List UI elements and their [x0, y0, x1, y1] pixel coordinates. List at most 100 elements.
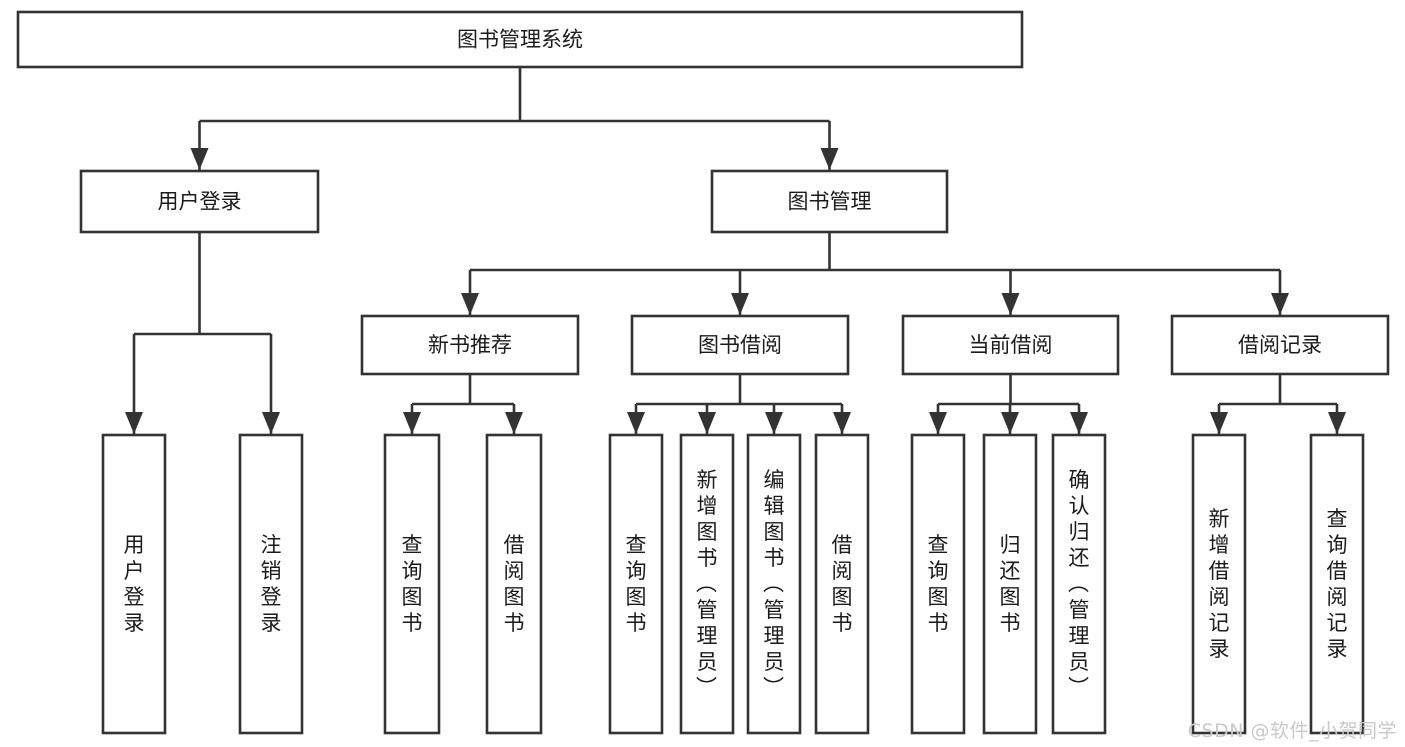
connector-group-current_borrow — [929, 374, 1088, 434]
node-box[interactable] — [982, 433, 1038, 735]
node-box[interactable] — [238, 433, 304, 735]
node-label-glyph: 编 — [764, 468, 785, 492]
node-leaf-borrow-book-1[interactable]: 借阅图书 — [485, 433, 543, 735]
node-label: 查询图书 — [402, 533, 423, 635]
node-label: 新增图书（管理员） — [696, 468, 718, 700]
node-label-glyph: 登 — [124, 585, 145, 609]
node-label-glyph: （ — [696, 572, 718, 596]
node-book-manage[interactable]: 图书管理 — [710, 169, 949, 234]
arrow-head — [1070, 412, 1088, 434]
node-leaf-user-login[interactable]: 用户登录 — [101, 433, 167, 735]
node-box[interactable] — [101, 433, 167, 735]
node-label-glyph: ） — [763, 676, 785, 700]
node-leaf-add-record[interactable]: 新增借阅记录 — [1191, 433, 1247, 735]
node-label-glyph: 询 — [402, 559, 423, 583]
node-label-glyph: 录 — [261, 611, 282, 635]
node-label-glyph: 书 — [832, 611, 853, 635]
node-borrow-record[interactable]: 借阅记录 — [1170, 314, 1390, 376]
node-box[interactable] — [485, 433, 543, 735]
connector-group-new_book_rec — [403, 374, 523, 434]
arrow-head — [731, 293, 749, 315]
node-leaf-query-record[interactable]: 查询借阅记录 — [1309, 433, 1365, 735]
node-label-glyph: 查 — [928, 533, 949, 557]
node-box[interactable] — [746, 433, 802, 735]
node-label: 当前借阅 — [969, 333, 1053, 357]
arrow-head — [1328, 412, 1346, 434]
node-layer: 图书管理系统用户登录图书管理新书推荐图书借阅当前借阅借阅记录用户登录注销登录查询… — [16, 10, 1390, 735]
node-label: 图书借阅 — [698, 333, 782, 357]
node-label: 图书管理系统 — [457, 28, 583, 52]
node-label-glyph: 查 — [1327, 507, 1348, 531]
node-label-glyph: 书 — [697, 546, 718, 570]
node-current-borrow[interactable]: 当前借阅 — [901, 314, 1120, 376]
node-label-glyph: 员 — [697, 650, 718, 674]
node-user-login[interactable]: 用户登录 — [79, 169, 320, 234]
node-label-glyph: 户 — [124, 559, 145, 583]
node-label: 查询图书 — [928, 533, 949, 635]
node-label-glyph: 归 — [1000, 533, 1021, 557]
node-leaf-query-book-1[interactable]: 查询图书 — [383, 433, 441, 735]
node-label-glyph: 录 — [124, 611, 145, 635]
node-label-glyph: 管 — [697, 598, 718, 622]
node-label-glyph: 查 — [402, 533, 423, 557]
node-label-glyph: 员 — [1069, 650, 1090, 674]
node-label-glyph: 阅 — [1327, 585, 1348, 609]
node-box[interactable] — [679, 433, 735, 735]
node-label-glyph: 新 — [697, 468, 718, 492]
node-leaf-logout[interactable]: 注销登录 — [238, 433, 304, 735]
node-box[interactable] — [360, 314, 580, 376]
node-box[interactable] — [710, 169, 949, 234]
node-box[interactable] — [1170, 314, 1390, 376]
node-label-glyph: 录 — [1209, 637, 1230, 661]
arrow-head — [505, 412, 523, 434]
node-book-borrow[interactable]: 图书借阅 — [630, 314, 850, 376]
node-label-glyph: 阅 — [1209, 585, 1230, 609]
node-root[interactable]: 图书管理系统 — [16, 10, 1024, 69]
node-label-glyph: 用 — [124, 533, 145, 557]
node-box[interactable] — [1309, 433, 1365, 735]
node-new-book-rec[interactable]: 新书推荐 — [360, 314, 580, 376]
arrow-head — [262, 412, 280, 434]
connector-group-borrow_record — [1210, 374, 1346, 434]
node-label-glyph: 确 — [1069, 468, 1090, 492]
node-box[interactable] — [1191, 433, 1247, 735]
node-leaf-edit-book[interactable]: 编辑图书（管理员） — [746, 433, 802, 735]
node-label-glyph: 录 — [1327, 637, 1348, 661]
node-label: 借阅图书 — [504, 533, 525, 635]
node-box[interactable] — [630, 314, 850, 376]
arrow-head — [929, 412, 947, 434]
node-label-glyph: 还 — [1069, 546, 1090, 570]
node-box[interactable] — [608, 433, 664, 735]
node-leaf-query-book-2[interactable]: 查询图书 — [608, 433, 664, 735]
node-leaf-return-book[interactable]: 归还图书 — [982, 433, 1038, 735]
node-label-glyph: 借 — [1209, 559, 1230, 583]
node-box[interactable] — [16, 10, 1024, 69]
node-box[interactable] — [814, 433, 870, 735]
node-leaf-add-book[interactable]: 新增图书（管理员） — [679, 433, 735, 735]
node-box[interactable] — [901, 314, 1120, 376]
connector-group-book_manage — [461, 232, 1289, 315]
node-label-glyph: 还 — [1000, 559, 1021, 583]
node-label-glyph: 登 — [261, 585, 282, 609]
node-label-glyph: 记 — [1209, 611, 1230, 635]
node-label-glyph: 书 — [764, 546, 785, 570]
node-leaf-confirm-return[interactable]: 确认归还（管理员） — [1051, 433, 1107, 735]
node-leaf-query-book-3[interactable]: 查询图书 — [910, 433, 966, 735]
node-label-glyph: 图 — [928, 585, 949, 609]
node-label-glyph: 图 — [697, 520, 718, 544]
node-box[interactable] — [1051, 433, 1107, 735]
node-box[interactable] — [79, 169, 320, 234]
node-label-glyph: 图 — [1000, 585, 1021, 609]
node-label-glyph: （ — [763, 572, 785, 596]
node-leaf-borrow-book-2[interactable]: 借阅图书 — [814, 433, 870, 735]
node-box[interactable] — [910, 433, 966, 735]
node-label-glyph: 阅 — [504, 559, 525, 583]
node-label-glyph: 询 — [928, 559, 949, 583]
node-label-glyph: 借 — [504, 533, 525, 557]
node-label-glyph: 图 — [832, 585, 853, 609]
connector-group-root — [190, 67, 839, 170]
node-box[interactable] — [383, 433, 441, 735]
node-label-glyph: 图 — [402, 585, 423, 609]
node-label-glyph: 书 — [504, 611, 525, 635]
arrow-head — [765, 412, 783, 434]
